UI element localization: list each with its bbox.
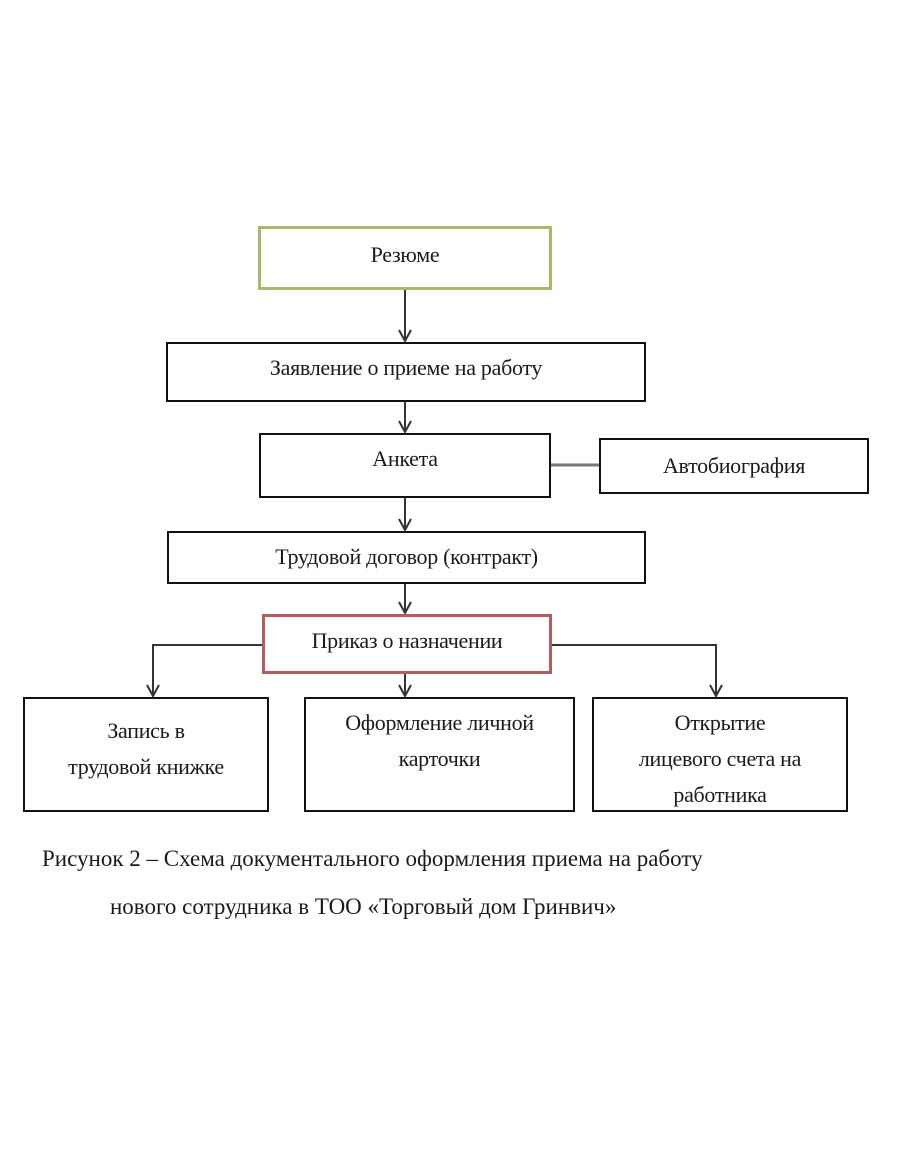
node-resume: Резюме [258,226,552,290]
node-label-line: Открытие [674,710,766,735]
edge-order-account [552,644,723,699]
node-label-line: карточки [398,746,481,771]
edge-questionnaire-contract [398,498,412,533]
node-label-line: Оформление личной [345,710,534,735]
node-order: Приказ о назначении [262,614,552,674]
node-personal-card: Оформление личной карточки [304,697,575,812]
edge-order-personal-card [398,674,412,699]
node-account: Открытие лицевого счета на работника [592,697,848,812]
node-label-line: Запись в [107,718,185,743]
node-label: Резюме [370,242,440,267]
node-autobiography: Автобиография [599,438,869,494]
figure-caption-line-2: нового сотрудника в ТОО «Торговый дом Гр… [110,894,617,919]
node-label-line: лицевого счета на [638,746,802,771]
node-label: Автобиография [662,453,806,478]
node-label: Анкета [372,446,438,471]
edge-resume-application [398,290,412,344]
node-label-line: работника [673,782,767,807]
node-label: Приказ о назначении [311,628,503,653]
edge-order-workbook [146,644,262,699]
node-label: Заявление о приеме на работу [269,355,543,380]
node-label-line: трудовой книжке [68,754,224,779]
node-questionnaire: Анкета [259,433,551,498]
edge-application-questionnaire [398,402,412,435]
node-application: Заявление о приеме на работу [166,342,646,402]
node-workbook: Запись в трудовой книжке [23,697,269,812]
figure-caption-line-1: Рисунок 2 – Схема документального оформл… [42,846,703,871]
node-label: Трудовой договор (контракт) [275,544,538,569]
edge-contract-order [398,584,412,616]
node-contract: Трудовой договор (контракт) [167,531,646,584]
